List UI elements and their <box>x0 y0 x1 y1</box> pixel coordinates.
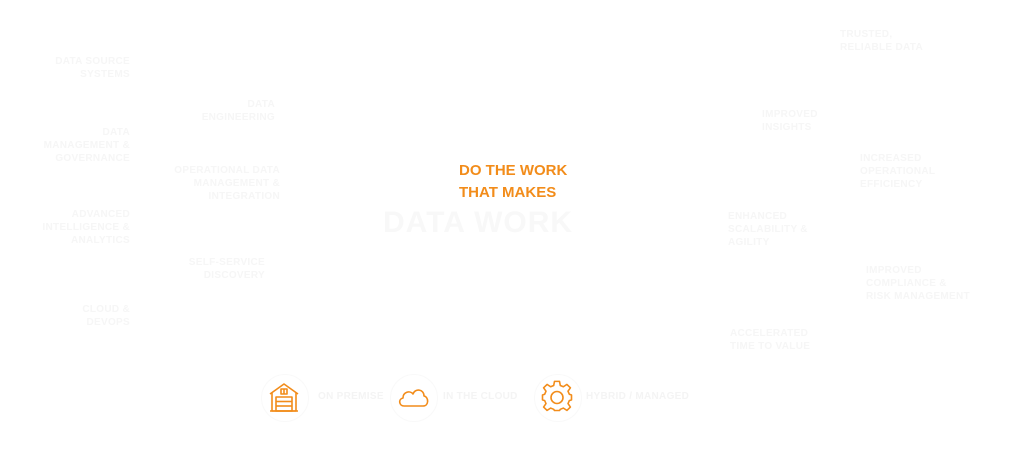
headline: DO THE WORK THAT MAKES <box>459 160 567 204</box>
icon-ring <box>390 374 438 422</box>
outcome-increased-efficiency: INCREASED OPERATIONAL EFFICIENCY <box>860 152 990 191</box>
outcome-line: RISK MANAGEMENT <box>866 291 970 302</box>
outcome-line: EFFICIENCY <box>860 179 923 190</box>
capability-line: GOVERNANCE <box>55 153 130 164</box>
capability-data-management-governance: DATA MANAGEMENT & GOVERNANCE <box>20 126 130 165</box>
outcome-line: IMPROVED <box>866 265 922 276</box>
deploy-label-on-premise: ON PREMISE <box>318 391 384 402</box>
outcome-line: IMPROVED <box>762 109 818 120</box>
capability-line: DEVOPS <box>86 317 130 328</box>
capability-operational-data-management: OPERATIONAL DATA MANAGEMENT & INTEGRATIO… <box>150 164 280 203</box>
capability-line: MANAGEMENT & <box>43 140 130 151</box>
cloud-icon <box>396 380 430 414</box>
capability-line: SYSTEMS <box>80 69 130 80</box>
capability-line: ENGINEERING <box>201 112 275 123</box>
capability-advanced-analytics: ADVANCED INTELLIGENCE & ANALYTICS <box>20 208 130 247</box>
capability-line: DATA <box>247 99 275 110</box>
capability-cloud-devops: CLOUD & DEVOPS <box>20 303 130 329</box>
outcome-line: TIME TO VALUE <box>730 341 811 352</box>
capability-line: ADVANCED <box>71 209 130 220</box>
capability-line: DISCOVERY <box>203 270 265 281</box>
headline-big-word: DATA WORK <box>383 206 574 239</box>
headline-line-2: THAT MAKES <box>459 184 557 201</box>
capability-data-engineering: DATA ENGINEERING <box>160 98 275 124</box>
capability-line: CLOUD & <box>82 304 130 315</box>
capability-line: INTELLIGENCE & <box>42 222 130 233</box>
outcome-line: COMPLIANCE & <box>866 278 947 289</box>
icon-ring <box>534 374 582 422</box>
outcome-time-to-value: ACCELERATED TIME TO VALUE <box>730 327 850 353</box>
outcome-compliance-risk: IMPROVED COMPLIANCE & RISK MANAGEMENT <box>866 264 1016 303</box>
outcome-line: RELIABLE DATA <box>840 42 923 53</box>
capability-line: ANALYTICS <box>70 235 130 246</box>
outcome-improved-insights: IMPROVED INSIGHTS <box>762 108 862 134</box>
capability-line: DATA <box>102 127 130 138</box>
outcome-line: INCREASED <box>860 153 922 164</box>
gear-icon <box>540 380 574 414</box>
capability-line: INTEGRATION <box>208 191 280 202</box>
headline-line-1: DO THE WORK <box>459 162 568 179</box>
outcome-line: TRUSTED, <box>840 29 893 40</box>
outcome-trusted-reliable-data: TRUSTED, RELIABLE DATA <box>840 28 970 54</box>
capability-line: MANAGEMENT & <box>193 178 280 189</box>
outcome-line: ENHANCED <box>728 211 788 222</box>
capability-data-source-systems: DATA SOURCE SYSTEMS <box>20 55 130 81</box>
deploy-label-hybrid: HYBRID / MANAGED <box>586 391 690 402</box>
capability-line: OPERATIONAL DATA <box>174 165 280 176</box>
warehouse-icon <box>267 380 301 414</box>
capability-line: DATA SOURCE <box>55 56 130 67</box>
capability-self-service-discovery: SELF-SERVICE DISCOVERY <box>150 256 265 282</box>
deploy-label-in-the-cloud: IN THE CLOUD <box>443 391 518 402</box>
outcome-line: AGILITY <box>728 237 770 248</box>
icon-ring <box>261 374 309 422</box>
outcome-line: OPERATIONAL <box>860 166 936 177</box>
capability-line: SELF-SERVICE <box>188 257 265 268</box>
outcome-line: SCALABILITY & <box>728 224 808 235</box>
outcome-line: ACCELERATED <box>730 328 809 339</box>
outcome-line: INSIGHTS <box>762 122 812 133</box>
outcome-scalability-agility: ENHANCED SCALABILITY & AGILITY <box>728 210 838 249</box>
